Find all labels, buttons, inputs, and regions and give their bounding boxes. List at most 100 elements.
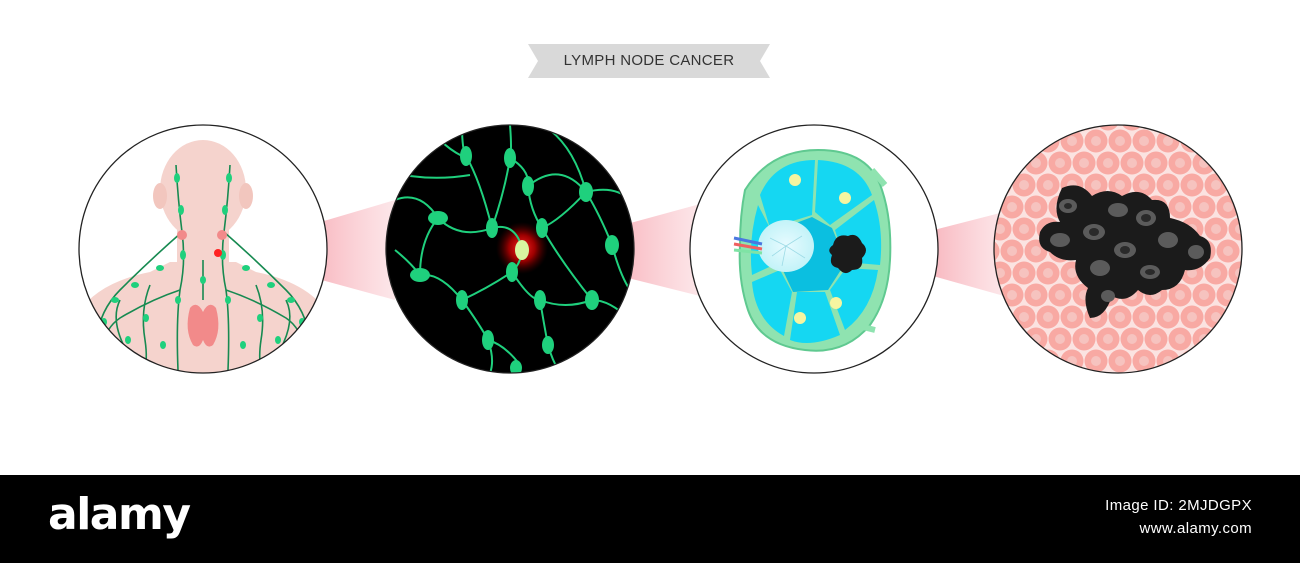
cell-nucleus <box>1199 202 1209 212</box>
healthy-cell <box>1168 125 1192 131</box>
cell-nucleus <box>1031 158 1041 168</box>
healthy-cell <box>1192 125 1216 131</box>
cell-nucleus <box>1007 290 1017 300</box>
healthy-cell <box>1000 151 1024 175</box>
cell-nucleus <box>1139 312 1149 322</box>
cell-nucleus <box>1079 114 1089 124</box>
cell-nucleus <box>1163 180 1173 190</box>
cell-nucleus <box>1223 334 1233 344</box>
image-id-label: Image ID: 2MJDGPX <box>1105 497 1252 514</box>
cell-nucleus <box>1175 334 1185 344</box>
cell-nucleus <box>1103 158 1113 168</box>
healthy-cell <box>994 125 1000 131</box>
cell-nucleus <box>1115 312 1125 322</box>
cell-nucleus <box>1079 334 1089 344</box>
healthy-cell <box>1000 125 1024 131</box>
healthy-cell <box>1012 349 1036 373</box>
cell-nucleus <box>1007 114 1017 124</box>
cell-nucleus <box>1007 202 1017 212</box>
diagram-stage: LYMPH NODE CANCER <box>78 44 1243 374</box>
cell-nucleus <box>1007 334 1017 344</box>
healthy-cell <box>994 349 1012 373</box>
healthy-cell <box>1036 349 1060 373</box>
cell-nucleus <box>1019 180 1029 190</box>
healthy-cell <box>1228 349 1242 373</box>
cell-nucleus <box>995 136 1005 146</box>
healthy-cell <box>1072 125 1096 131</box>
cell-nucleus <box>1043 268 1053 278</box>
brand-logo: alamy <box>48 489 191 540</box>
healthy-cell <box>1216 125 1240 131</box>
cell-nucleus <box>1127 114 1137 124</box>
cell-nucleus <box>983 158 993 168</box>
cell-nucleus <box>1019 224 1029 234</box>
cell-nucleus <box>1019 356 1029 366</box>
cell-nucleus <box>1235 136 1242 146</box>
cell-nucleus <box>1223 290 1233 300</box>
cell-nucleus <box>1175 114 1185 124</box>
cell-nucleus <box>1115 356 1125 366</box>
healthy-cell <box>1048 125 1072 131</box>
cell-nucleus <box>1235 356 1242 366</box>
cell-nucleus <box>1055 114 1065 124</box>
healthy-cell <box>994 151 1000 175</box>
footer-bar: alamy Image ID: 2MJDGPX www.alamy.com <box>0 475 1300 563</box>
panel-vessel-network <box>385 124 635 374</box>
cell-nucleus <box>1175 202 1185 212</box>
healthy-cell <box>1180 349 1204 373</box>
cell-nucleus <box>1043 312 1053 322</box>
healthy-cell <box>1096 125 1120 131</box>
cell-nucleus <box>1103 334 1113 344</box>
cell-nucleus <box>1007 246 1017 256</box>
cell-nucleus <box>1079 158 1089 168</box>
panel-lymph-node <box>689 124 939 374</box>
cell-nucleus <box>995 312 1005 322</box>
cell-nucleus <box>1031 114 1041 124</box>
cell-nucleus <box>1055 158 1065 168</box>
healthy-cell <box>1204 349 1228 373</box>
healthy-cell <box>994 305 1012 329</box>
cell-nucleus <box>983 202 993 212</box>
healthy-cell <box>1216 151 1240 175</box>
healthy-cell <box>1204 129 1228 153</box>
cell-nucleus <box>1031 290 1041 300</box>
cell-nucleus <box>1043 356 1053 366</box>
cell-nucleus <box>1115 136 1125 146</box>
cell-nucleus <box>1055 290 1065 300</box>
healthy-cell <box>1144 125 1168 131</box>
panel-cancer-cells <box>983 114 1243 374</box>
cell-nucleus <box>1187 268 1197 278</box>
cell-nucleus <box>1139 136 1149 146</box>
cell-nucleus <box>995 180 1005 190</box>
cell-nucleus <box>1103 114 1113 124</box>
cell-nucleus <box>1235 180 1242 190</box>
site-url-label: www.alamy.com <box>1139 520 1252 537</box>
cell-nucleus <box>1223 158 1233 168</box>
healthy-cell <box>994 327 1000 351</box>
cell-nucleus <box>1091 180 1101 190</box>
cell-nucleus <box>1163 312 1173 322</box>
healthy-cell <box>994 129 1012 153</box>
cell-nucleus <box>1127 334 1137 344</box>
cell-nucleus <box>1199 114 1209 124</box>
title-ribbon <box>528 44 770 78</box>
cell-nucleus <box>1043 180 1053 190</box>
cell-nucleus <box>1187 356 1197 366</box>
cell-nucleus <box>1199 290 1209 300</box>
cell-nucleus <box>1067 268 1077 278</box>
cell-nucleus <box>1019 312 1029 322</box>
cell-nucleus <box>1211 268 1221 278</box>
cell-nucleus <box>1211 356 1221 366</box>
cell-nucleus <box>1139 180 1149 190</box>
cell-nucleus <box>1067 312 1077 322</box>
cell-nucleus <box>1163 136 1173 146</box>
cell-nucleus <box>1211 224 1221 234</box>
cell-nucleus <box>1091 136 1101 146</box>
cell-nucleus <box>1019 136 1029 146</box>
cell-nucleus <box>995 224 1005 234</box>
cell-nucleus <box>1115 180 1125 190</box>
cell-nucleus <box>983 334 993 344</box>
cell-nucleus <box>1151 158 1161 168</box>
cell-nucleus <box>1235 312 1242 322</box>
cell-nucleus <box>1151 114 1161 124</box>
